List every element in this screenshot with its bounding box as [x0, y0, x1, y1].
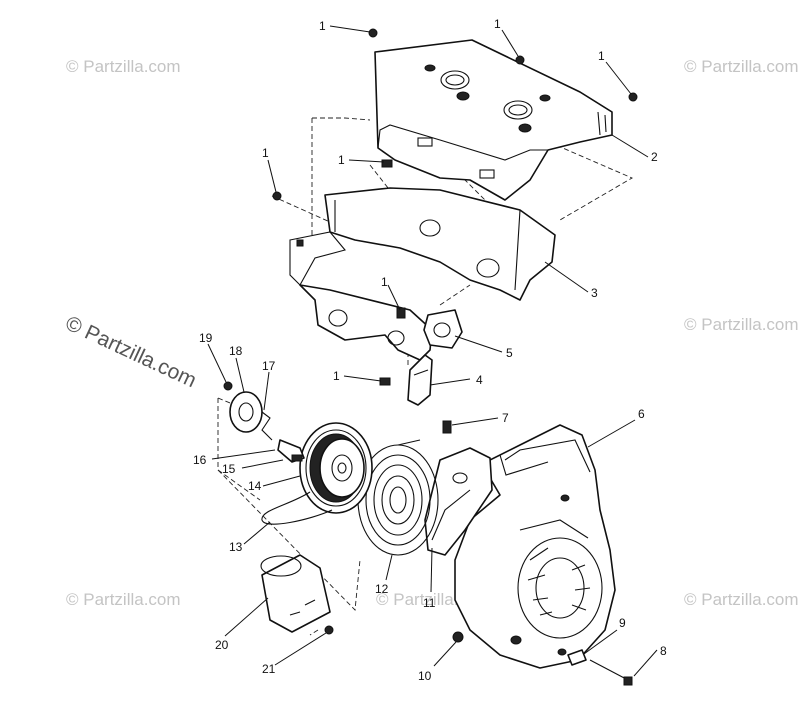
- watermark-top-right: © Partzilla.com: [684, 57, 799, 76]
- part-friction-plate: [229, 391, 263, 433]
- callout-1-center: 1: [494, 17, 501, 31]
- bolt-icon: [381, 159, 393, 168]
- callout-1-lower: 1: [333, 369, 340, 383]
- part-starter-rope: [261, 491, 333, 525]
- part-support-brace: [407, 354, 433, 406]
- nut-icon: [515, 55, 525, 65]
- callout-1-bolt: 1: [338, 153, 345, 167]
- callout-16: 16: [193, 453, 207, 467]
- dash-line-f: [271, 195, 331, 223]
- callout-13: 13: [229, 540, 243, 554]
- bolt-icon: [379, 377, 391, 386]
- part-starter-cup: [260, 554, 331, 633]
- callout-7: 7: [502, 411, 509, 425]
- callout-1-top: 1: [319, 19, 326, 33]
- part-recoil-spring: [357, 439, 439, 556]
- callout-3: 3: [591, 286, 598, 300]
- bolt-icon: [442, 420, 452, 434]
- watermark-mid-right: © Partzilla.com: [684, 315, 799, 334]
- callout-17: 17: [262, 359, 276, 373]
- screw-shaft: [589, 659, 629, 681]
- part-starter-pulley: [299, 422, 373, 514]
- part-gasket: [423, 309, 463, 349]
- callout-1-middle: 1: [381, 275, 388, 289]
- nut-icon: [223, 381, 233, 391]
- callout-15: 15: [222, 462, 236, 476]
- washer-icon: [567, 649, 587, 666]
- callout-4: 4: [476, 373, 483, 387]
- part-lower-bracket: [289, 187, 556, 361]
- dash-line-l: [309, 629, 319, 636]
- watermark-bottom-right: © Partzilla.com: [684, 590, 799, 609]
- dash-line-h: [439, 284, 471, 306]
- nut-icon: [628, 92, 638, 102]
- watermark-bottom-left: © Partzilla.com: [66, 590, 181, 609]
- callout-18: 18: [229, 344, 243, 358]
- watermark-top-left: © Partzilla.com: [66, 57, 181, 76]
- callout-2: 2: [651, 150, 658, 164]
- dash-line-j: [217, 469, 361, 612]
- fasteners: [223, 28, 638, 686]
- callout-14: 14: [248, 479, 262, 493]
- part-pawls: [277, 439, 305, 463]
- screw-head-icon: [623, 676, 633, 686]
- part-spring-clip: [261, 411, 273, 441]
- callout-19: 19: [199, 331, 213, 345]
- callout-5: 5: [506, 346, 513, 360]
- part-starter-bracket: [424, 447, 493, 556]
- bolt-icon: [396, 307, 406, 319]
- callout-21: 21: [262, 662, 276, 676]
- callout-6: 6: [638, 407, 645, 421]
- callout-12: 12: [375, 582, 389, 596]
- nut-icon: [452, 631, 464, 643]
- nut-icon: [324, 625, 334, 635]
- dash-line-k: [217, 397, 236, 406]
- callout-9: 9: [619, 616, 626, 630]
- callout-8: 8: [660, 644, 667, 658]
- nut-icon: [272, 191, 282, 201]
- leader-lines: [207, 25, 658, 677]
- callout-10: 10: [418, 669, 432, 683]
- nut-icon: [368, 28, 378, 38]
- part-upper-bracket: [374, 39, 613, 201]
- callout-labels: 1 1 1 1 1 1 1 2 3 4 5 6 7 8 9 10 11 12 1…: [193, 17, 667, 683]
- callout-20: 20: [215, 638, 229, 652]
- callout-1-left: 1: [262, 146, 269, 160]
- watermark-large-diagonal: © Partzilla.com: [62, 312, 200, 393]
- dash-line-a: [312, 117, 371, 121]
- callout-1-right: 1: [598, 49, 605, 63]
- callout-11: 11: [423, 596, 436, 610]
